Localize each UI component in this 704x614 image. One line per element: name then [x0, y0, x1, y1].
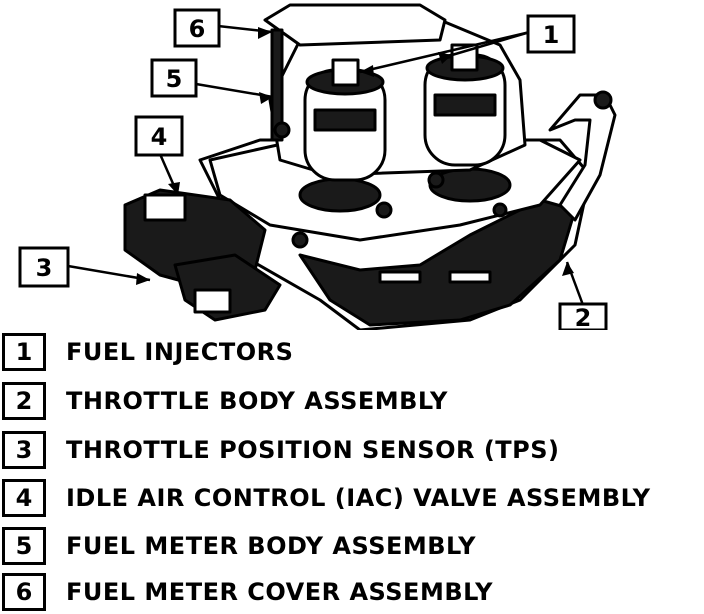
leader-1-b: [359, 30, 531, 74]
fuel-injector-left: [303, 58, 387, 182]
legend-row-4: 4 IDLE AIR CONTROL (IAC) VALVE ASSEMBLY: [2, 478, 651, 518]
fuel-injector-right: [423, 43, 507, 167]
callout-box-5: 5: [150, 58, 198, 98]
legend-label-6: FUEL METER COVER ASSEMBLY: [66, 578, 494, 606]
callout-box-4: 4: [134, 115, 184, 157]
legend-row-2: 2 THROTTLE BODY ASSEMBLY: [2, 381, 448, 421]
legend-number-6: 6: [2, 573, 46, 611]
callout-number-1: 1: [543, 21, 560, 49]
legend-row-1: 1 FUEL INJECTORS: [2, 332, 293, 372]
legend-row-5: 5 FUEL METER BODY ASSEMBLY: [2, 526, 476, 566]
cover-stud-left: [270, 28, 284, 142]
callout-number-4: 4: [151, 123, 168, 151]
legend-number-5: 5: [2, 527, 46, 565]
legend-label-1: FUEL INJECTORS: [66, 338, 294, 366]
leader-3: [67, 264, 151, 282]
legend: 1 FUEL INJECTORS 2 THROTTLE BODY ASSEMBL…: [0, 330, 704, 614]
callout-box-2: 2: [558, 302, 608, 330]
callout-number-5: 5: [166, 65, 183, 93]
callout-number-2: 2: [575, 304, 592, 330]
legend-number-3: 3: [2, 431, 46, 469]
legend-label-3: THROTTLE POSITION SENSOR (TPS): [66, 436, 560, 464]
callout-box-1: 1: [526, 14, 576, 54]
callout-number-6: 6: [189, 15, 206, 43]
legend-label-2: THROTTLE BODY ASSEMBLY: [66, 387, 448, 415]
legend-number-4: 4: [2, 479, 46, 517]
throttle-body-diagram: 6 1 5 4 3 2: [18, 3, 617, 330]
callout-arrowheads: [136, 27, 574, 285]
legend-label-4: IDLE AIR CONTROL (IAC) VALVE ASSEMBLY: [66, 484, 651, 512]
callout-box-3: 3: [18, 246, 70, 288]
fuel-meter-cover: [263, 3, 447, 47]
throttle-bore-left: [298, 177, 382, 213]
callout-box-6: 6: [173, 8, 221, 48]
legend-row-6: 6 FUEL METER COVER ASSEMBLY: [2, 572, 493, 612]
legend-number-2: 2: [2, 382, 46, 420]
legend-label-5: FUEL METER BODY ASSEMBLY: [66, 532, 476, 560]
callout-number-3: 3: [36, 254, 53, 282]
tps-sensor: [173, 253, 282, 322]
throttle-body-illustration: [123, 3, 617, 330]
legend-row-3: 3 THROTTLE POSITION SENSOR (TPS): [2, 430, 560, 470]
throttle-body-shadow: [298, 198, 577, 327]
legend-number-1: 1: [2, 333, 46, 371]
